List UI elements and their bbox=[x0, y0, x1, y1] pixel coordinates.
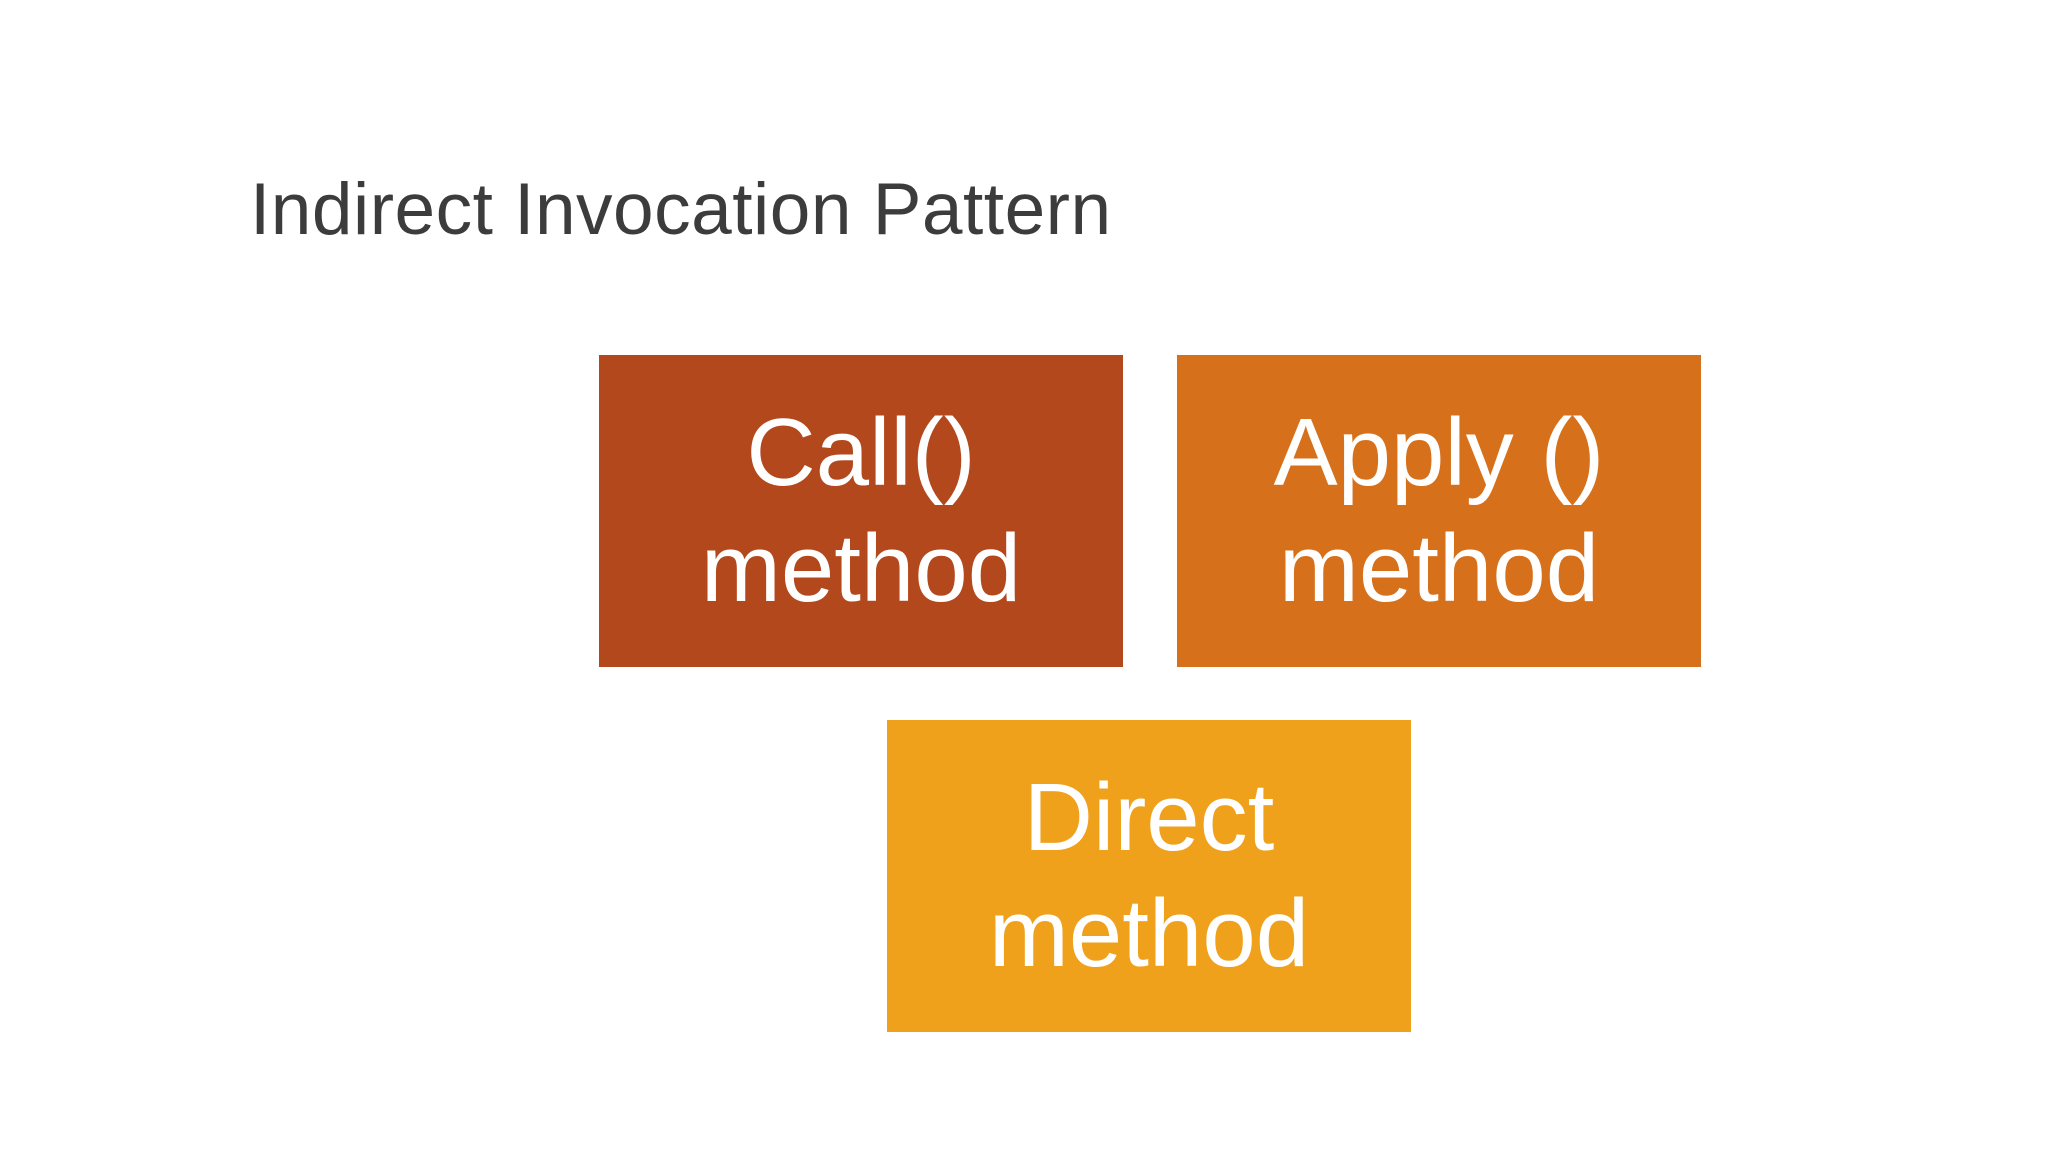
call-method-box-label-line2: method bbox=[700, 515, 1022, 622]
apply-method-box-label-line2: method bbox=[1278, 515, 1600, 622]
call-method-box-label-line1: Call() bbox=[746, 398, 976, 506]
apply-method-box: Apply () method bbox=[1177, 355, 1701, 667]
call-method-box: Call() method bbox=[599, 355, 1123, 667]
slide-title: Indirect Invocation Pattern bbox=[250, 169, 1112, 250]
direct-method-box-label-line2: method bbox=[988, 880, 1310, 987]
direct-method-box: Direct method bbox=[887, 720, 1411, 1032]
apply-method-box-label-line1: Apply () bbox=[1273, 398, 1605, 506]
direct-method-box-label-line1: Direct bbox=[1023, 763, 1275, 871]
